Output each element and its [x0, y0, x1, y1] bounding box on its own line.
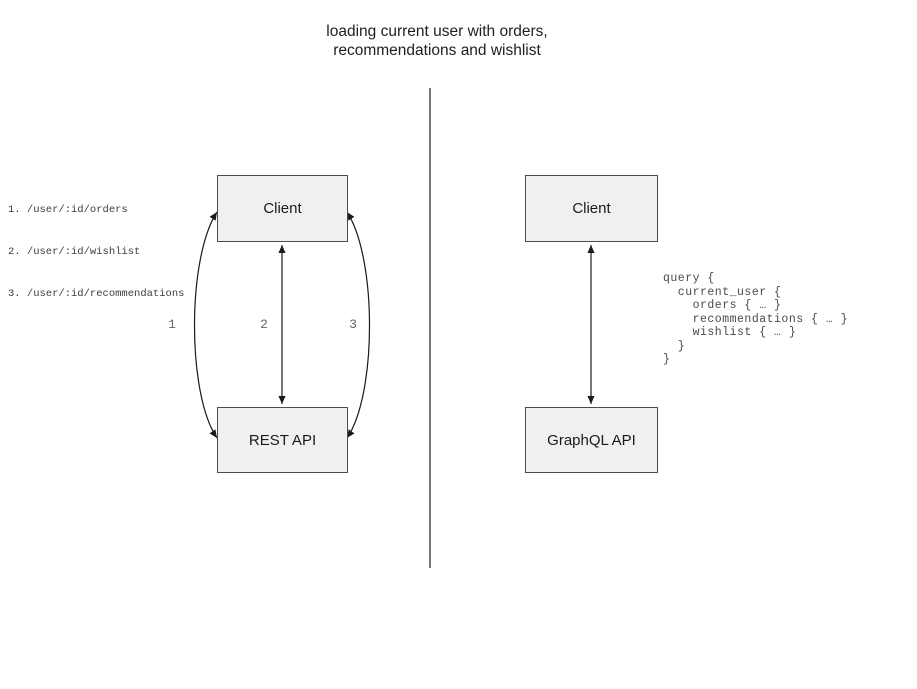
rest-client-box-label: Client — [263, 200, 302, 217]
graphql-query-code: query { current_user { orders { … } reco… — [663, 272, 849, 366]
rest-arrow-label-2: 2 — [260, 317, 268, 332]
rest-endpoint-wishlist: 2. /user/:id/wishlist — [8, 246, 141, 258]
graphql-client-box: Client — [525, 175, 658, 242]
rest-request-1-arrow — [193, 211, 218, 439]
rest-endpoint-recommendations: 3. /user/:id/recommendations — [8, 288, 185, 300]
rest-api-box-label: REST API — [248, 431, 317, 449]
rest-arrow-label-3: 3 — [349, 317, 357, 332]
rest-client-box: Client — [217, 175, 348, 242]
rest-arrow-label-1: 1 — [168, 317, 176, 332]
rest-api-box: REST API — [217, 407, 348, 473]
diagram-title: loading current user with orders, recomm… — [326, 23, 548, 59]
rest-endpoints-list: 1. /user/:id/orders 2. /user/:id/wishlis… — [8, 175, 184, 329]
graphql-api-box: GraphQL API — [525, 407, 658, 473]
graphql-client-box-label: Client — [572, 200, 611, 217]
graphql-api-box-label: GraphQL API — [547, 431, 636, 449]
rest-request-3-arrow — [346, 211, 371, 439]
rest-endpoint-orders: 1. /user/:id/orders — [8, 204, 128, 216]
